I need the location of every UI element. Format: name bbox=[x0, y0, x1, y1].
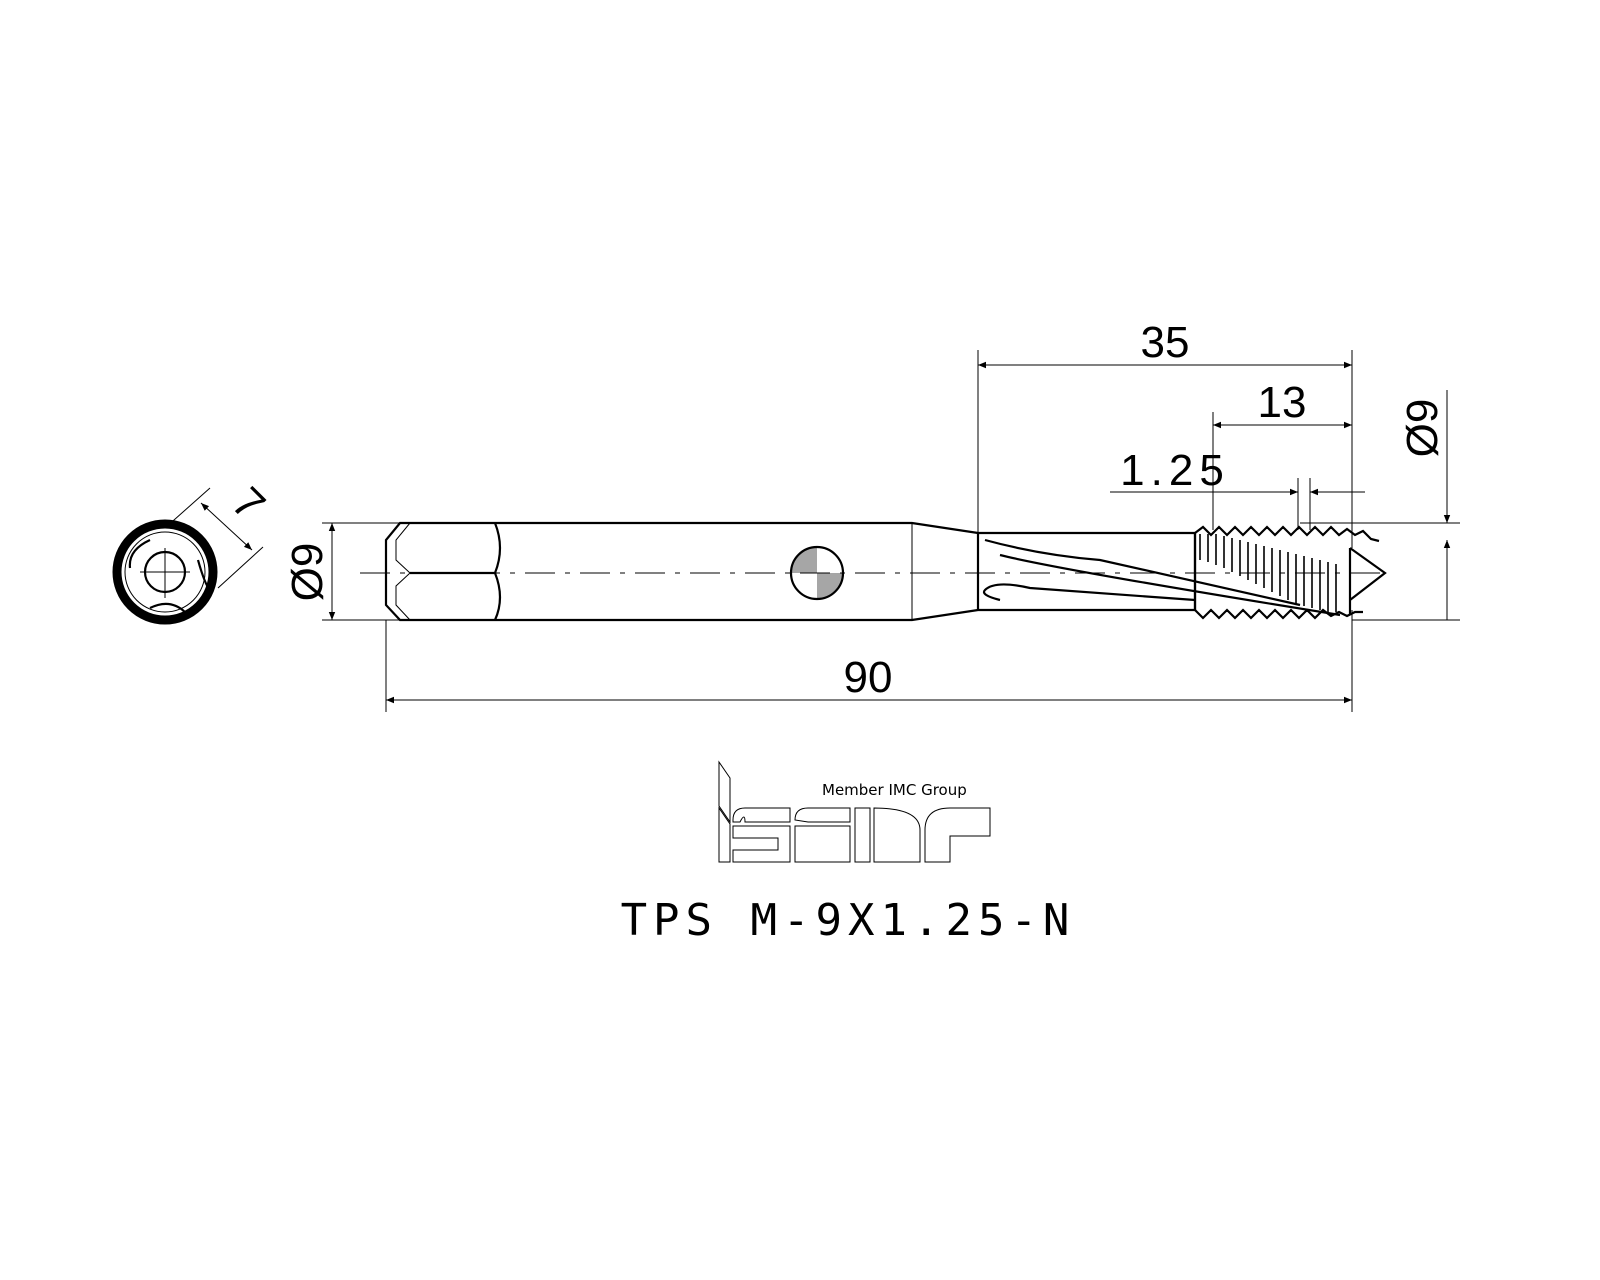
end-view: 7 bbox=[112, 478, 274, 625]
pitch-label: 1.25 bbox=[1120, 446, 1230, 495]
iscar-logo: Member IMC Group bbox=[718, 760, 991, 863]
center-of-gravity-symbol bbox=[789, 545, 845, 601]
thread-diameter-label: Ø9 bbox=[1398, 399, 1447, 458]
thread-length-label: 13 bbox=[1258, 378, 1307, 427]
flute-length-label: 35 bbox=[1141, 318, 1190, 367]
overall-length-label: 90 bbox=[844, 653, 893, 702]
tap-side-view bbox=[384, 521, 1387, 622]
dimensions: Ø9 90 35 13 1.25 Ø9 bbox=[283, 318, 1460, 712]
shank-diameter-label: Ø9 bbox=[283, 543, 332, 602]
end-width-dim-label: 7 bbox=[222, 478, 274, 530]
logo-tagline: Member IMC Group bbox=[822, 781, 967, 799]
part-number: TPS M-9X1.25-N bbox=[621, 895, 1076, 946]
